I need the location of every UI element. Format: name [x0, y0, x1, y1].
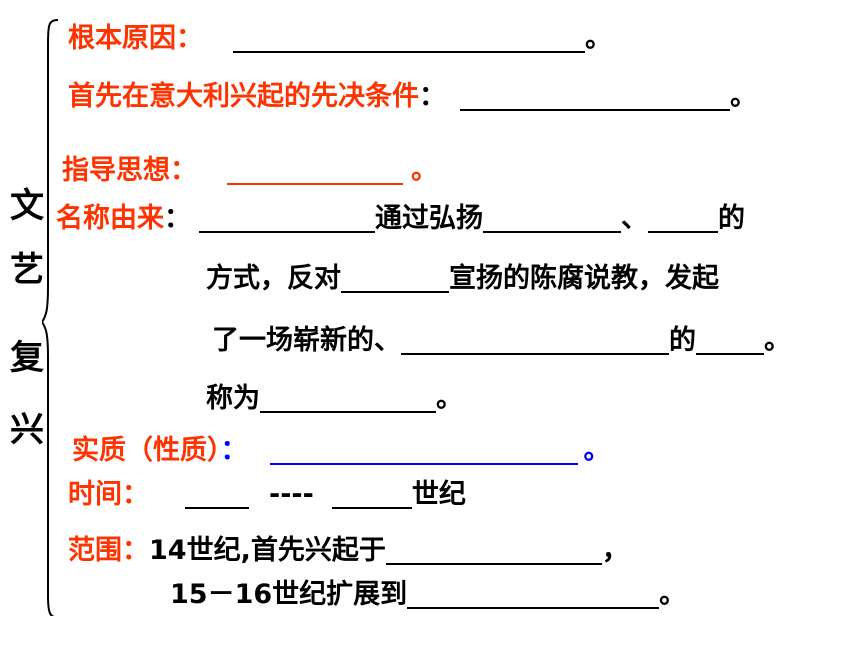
root-cause-blank[interactable] [233, 24, 585, 53]
row-italy-first: 首先在意大利兴起的先决条件： 。 [68, 80, 757, 114]
side-title-char-4: 兴 [10, 410, 44, 450]
row-name-origin-3: 了一场崭新的、 的 。 [212, 324, 791, 358]
time-label: 时间： [68, 479, 149, 510]
time-blank-end[interactable] [331, 480, 412, 509]
name-origin-text-3: 的 [718, 203, 745, 234]
italy-first-colon: ： [419, 81, 446, 112]
scope-blank-2[interactable] [407, 580, 660, 609]
root-cause-label: 根本原因： [68, 23, 203, 54]
side-title-char-1: 文 [10, 186, 44, 226]
time-end: 世纪 [411, 479, 466, 510]
row-scope-2: 15－16世纪扩展到 。 [170, 578, 686, 612]
italy-first-label: 首先在意大利兴起的先决条件 [68, 81, 419, 112]
left-brace [42, 19, 59, 616]
name-origin-text-4: 方式，反对 [206, 263, 341, 294]
essence-blank[interactable] [269, 436, 578, 465]
time-blank-start[interactable] [185, 480, 249, 509]
name-origin-colon: ： [164, 203, 191, 234]
essence-end: 。 [583, 435, 611, 466]
name-origin-blank-4[interactable] [341, 264, 449, 293]
name-origin-text-8: 。 [764, 325, 791, 356]
scope-text-2: ， [601, 535, 629, 566]
row-name-origin-4: 称为 。 [206, 382, 463, 416]
essence-colon: ： [220, 435, 248, 466]
row-name-origin-2: 方式，反对 宣扬的陈腐说教，发起 [206, 262, 719, 296]
side-title-char-2: 艺 [10, 250, 44, 290]
row-guiding-thought: 指导思想： 。 [62, 154, 438, 188]
scope-text-1: 14世纪,首先兴起于 [149, 535, 386, 566]
name-origin-blank-5[interactable] [401, 326, 669, 355]
name-origin-text-9: 称为 [206, 383, 260, 414]
row-name-origin: 名称由来： 通过弘扬 、 的 [56, 202, 745, 236]
row-scope: 范围：14世纪,首先兴起于 ， [68, 534, 629, 568]
scope-text-4: 。 [659, 579, 687, 610]
row-time: 时间： ---- 世纪 [68, 478, 466, 512]
side-title-char-3: 复 [10, 338, 44, 378]
name-origin-blank-1[interactable] [199, 204, 375, 233]
italy-first-blank[interactable] [460, 82, 730, 111]
guiding-end: 。 [411, 155, 438, 186]
essence-label: 实质（性质） [72, 435, 221, 466]
row-essence: 实质（性质）： 。 [72, 434, 611, 468]
name-origin-blank-2[interactable] [483, 204, 621, 233]
name-origin-text-6: 了一场崭新的、 [212, 325, 401, 356]
name-origin-text-10: 。 [436, 383, 463, 414]
time-dash: ---- [269, 479, 314, 510]
scope-text-3: 15－16世纪扩展到 [170, 579, 408, 610]
name-origin-label: 名称由来 [56, 203, 164, 234]
root-cause-end: 。 [585, 23, 612, 54]
name-origin-text-7: 的 [669, 325, 696, 356]
name-origin-blank-6[interactable] [696, 326, 764, 355]
name-origin-blank-7[interactable] [260, 384, 436, 413]
name-origin-text-2: 、 [621, 203, 648, 234]
name-origin-text-5: 宣扬的陈腐说教，发起 [449, 263, 719, 294]
name-origin-blank-3[interactable] [648, 204, 718, 233]
italy-first-end: 。 [730, 81, 757, 112]
row-root-cause: 根本原因： 。 [68, 22, 612, 56]
guiding-blank[interactable] [227, 156, 403, 185]
scope-label: 范围： [68, 535, 149, 566]
name-origin-text-1: 通过弘扬 [375, 203, 483, 234]
scope-blank-1[interactable] [385, 536, 602, 565]
guiding-label: 指导思想： [62, 155, 197, 186]
